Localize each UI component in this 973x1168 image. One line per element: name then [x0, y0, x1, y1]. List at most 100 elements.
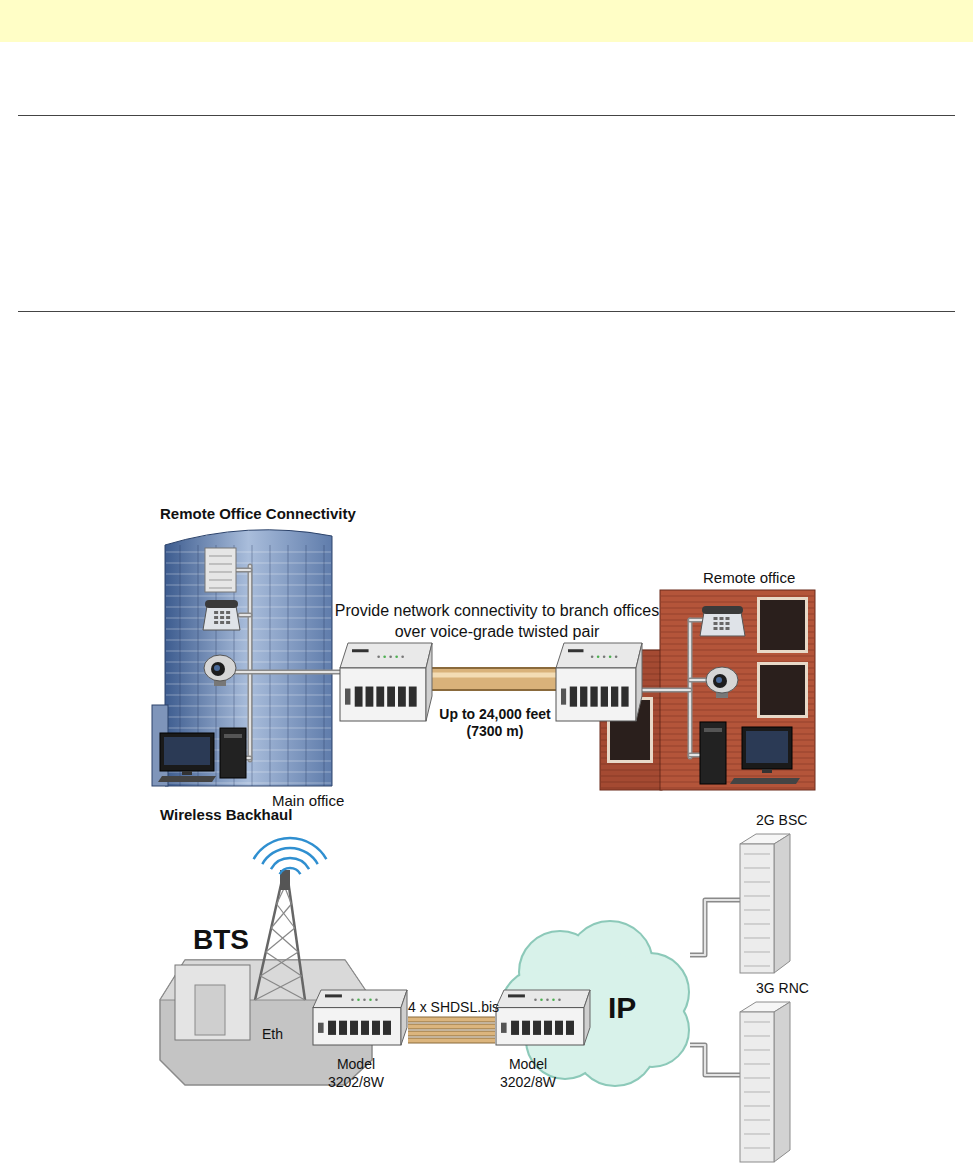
text-holder: Main office: [272, 792, 344, 810]
rack-slot: [744, 952, 770, 953]
rack-slot: [209, 572, 232, 573]
modem: Model 3202/8W: [495, 990, 593, 1098]
tower-brace: [255, 976, 302, 1000]
phone-key: [720, 617, 724, 620]
rack-slot: [744, 910, 770, 911]
wire-edge: [690, 1045, 740, 1075]
modem: Model 3202/8W: [312, 990, 408, 1098]
modem-front: [556, 668, 636, 721]
network-rack: 2G BSC: [740, 812, 812, 975]
window-frame: [757, 597, 808, 653]
pc-monitor: [160, 733, 214, 771]
window: [760, 665, 805, 715]
header-band: [0, 0, 973, 42]
phone-key: [720, 622, 724, 625]
pc-drive: [704, 728, 722, 732]
mullion: [306, 545, 307, 786]
modem-logo: [352, 649, 369, 652]
modem-port: [366, 687, 374, 707]
node-label: BTS: [193, 923, 249, 957]
cable-strand-edge: [408, 1017, 495, 1023]
modem-logo: [325, 994, 342, 997]
rack-slot: [744, 966, 770, 967]
modem-port: [566, 1021, 574, 1035]
tower-brace: [271, 928, 298, 952]
equipment-rack: [205, 548, 236, 592]
edge-label: 4 x SHDSL.bis: [408, 999, 499, 1016]
modem-port: [533, 1021, 541, 1035]
modem-port: [409, 687, 417, 707]
network-rack-drawing: [740, 1002, 790, 1162]
radio-wave: [254, 838, 327, 859]
cable-strand: [408, 1031, 495, 1035]
rule-line: [18, 311, 955, 312]
wire-edge: [690, 900, 740, 955]
modem-port: [387, 687, 395, 707]
modem-top: [340, 643, 432, 668]
office-building-drawing: [152, 530, 432, 786]
rack-slot: [209, 580, 232, 581]
modem-button: [501, 1023, 507, 1033]
pc-screen: [164, 737, 210, 765]
modem-led: [591, 655, 594, 658]
tower-brace: [266, 952, 302, 976]
modem-led: [377, 655, 380, 658]
node-label: 3G RNC: [756, 980, 809, 997]
wire: [690, 618, 702, 623]
text-holder: Remote office: [703, 569, 795, 587]
modem-port: [355, 687, 363, 707]
node-label: Model 3202/8W: [320, 1056, 392, 1091]
phone-body: [203, 606, 240, 630]
pc-tower: [220, 728, 246, 778]
cable-edge: [432, 667, 556, 691]
rack-side: [774, 1002, 790, 1162]
modem-port: [544, 1021, 552, 1035]
network-rack: 3G RNC: [740, 980, 812, 1164]
modem-led: [363, 998, 366, 1001]
pc-monitor: [742, 727, 792, 769]
modem-button: [318, 1023, 324, 1033]
modem-button: [345, 689, 350, 705]
modem-led: [603, 655, 606, 658]
tower-brace: [260, 952, 298, 976]
modem-logo: [568, 649, 583, 652]
edge-label-holder: Up to 24,000 feet (7300 m): [425, 706, 565, 740]
twisted-pair-cable: [432, 675, 556, 679]
pc-keyboard: [158, 776, 216, 782]
rack-slot: [744, 1134, 770, 1135]
network-wire: [690, 1045, 740, 1075]
modem-led: [375, 998, 378, 1001]
rule-line: [18, 115, 955, 116]
mullion: [270, 545, 271, 786]
phone-key: [226, 621, 230, 624]
rack-slot: [744, 1120, 770, 1121]
rack-slot: [744, 896, 770, 897]
modem-port: [522, 1021, 530, 1035]
phone-key: [714, 622, 718, 625]
wire: [690, 679, 707, 681]
cable-bundle: [408, 1020, 495, 1041]
window-frame: [757, 662, 808, 718]
camera-body: [706, 667, 738, 693]
pc-screen: [746, 731, 788, 763]
camera-lens: [716, 677, 722, 683]
modem-led: [540, 998, 543, 1001]
cloud-outline: [545, 950, 655, 1060]
network-wire: [690, 900, 740, 955]
office-tower: [165, 530, 332, 786]
phone-key: [714, 627, 718, 630]
radio-wave: [280, 868, 301, 874]
cable-highlight: [432, 673, 556, 678]
text-holder: Model 3202/8W: [320, 1056, 392, 1091]
network-rack-shape: [740, 980, 812, 1164]
phone-key: [214, 611, 218, 614]
cable-strand: [408, 1024, 495, 1028]
modem-port: [580, 687, 587, 707]
wire: [234, 671, 342, 673]
phone-handset: [205, 600, 238, 608]
office-building-shape: [556, 560, 818, 792]
modem-top: [496, 990, 590, 1008]
node-label: Main office: [272, 792, 344, 810]
